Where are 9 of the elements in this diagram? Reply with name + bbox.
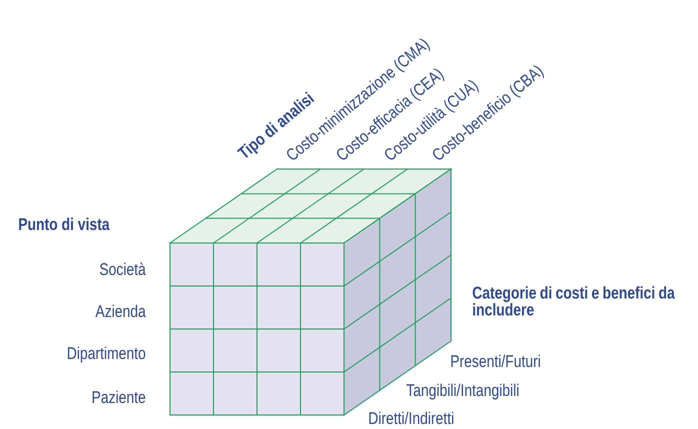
axis-label: Tangibili/Intangibili [406,384,518,400]
axis-label: Azienda [95,304,146,318]
axis-label: Società [100,262,146,276]
axis-label: Dipartimento [68,346,146,363]
axis-label: Diretti/Indiretti [369,412,454,424]
axis-label: Presenti/Futuri [451,354,540,368]
axis-label: Paziente [92,390,146,404]
axis-heading: Categorie di costi e benefici da includere [472,286,675,316]
axis-heading: Punto di vista [19,218,110,230]
